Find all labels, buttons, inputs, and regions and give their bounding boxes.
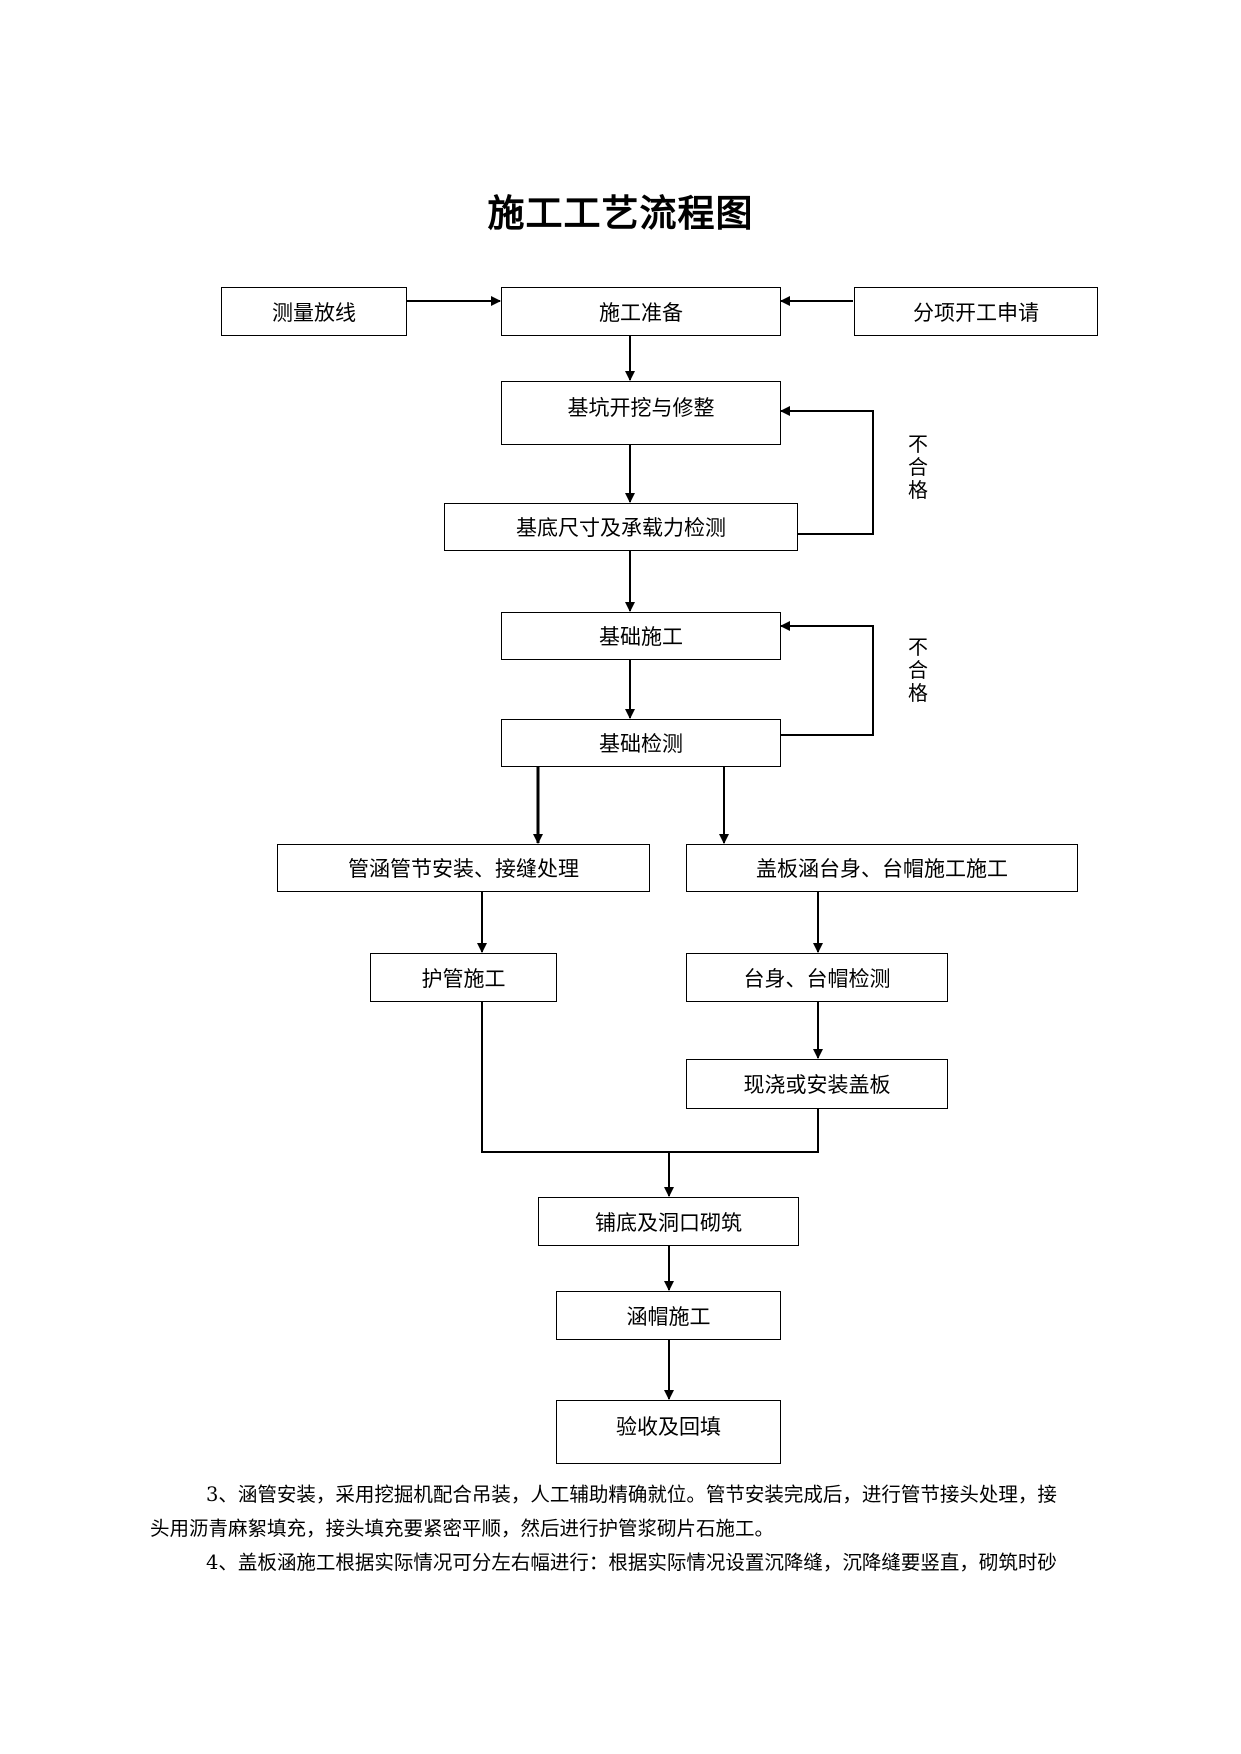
box-culvert-cap: 涵帽施工 [556, 1291, 781, 1340]
body-text: 3、涵管安装，采用挖掘机配合吊装，人工辅助精确就位。管节安装完成后，进行管节接头… [150, 1478, 1145, 1580]
box-prep: 施工准备 [501, 287, 781, 336]
box-foundation-check: 基础检测 [501, 719, 781, 767]
fail-loop-2 [780, 621, 874, 736]
box-slab-cast: 现浇或安装盖板 [686, 1059, 948, 1109]
fail-label-2: 不合格 [908, 635, 928, 705]
box-survey: 测量放线 [221, 287, 407, 336]
box-abutment-check: 台身、台帽检测 [686, 953, 948, 1002]
box-acceptance: 验收及回填 [556, 1400, 781, 1464]
para-3-line-1: 3、涵管安装，采用挖掘机配合吊装，人工辅助精确就位。管节安装完成后，进行管节接头… [206, 1483, 1057, 1506]
para-4-line-1: 4、盖板涵施工根据实际情况可分左右幅进行：根据实际情况设置沉降缝，沉降缝要竖直，… [206, 1551, 1057, 1574]
fail-loop-1 [780, 406, 874, 535]
box-pipe-protect: 护管施工 [370, 953, 557, 1002]
para-3-line-2: 头用沥青麻絮填充，接头填充要紧密平顺，然后进行护管浆砌片石施工。 [150, 1517, 775, 1540]
box-excavate: 基坑开挖与修整 [501, 381, 781, 445]
box-pipe-install: 管涵管节安装、接缝处理 [277, 844, 650, 892]
fail-label-1: 不合格 [908, 432, 928, 502]
page-title: 施工工艺流程图 [487, 191, 754, 235]
merge-left [481, 1002, 819, 1153]
box-inspect-base: 基底尺寸及承载力检测 [444, 503, 798, 551]
box-slab-abutment: 盖板涵台身、台帽施工施工 [686, 844, 1078, 892]
box-paving: 铺底及洞口砌筑 [538, 1197, 799, 1246]
box-foundation: 基础施工 [501, 612, 781, 660]
box-apply: 分项开工申请 [854, 287, 1098, 336]
